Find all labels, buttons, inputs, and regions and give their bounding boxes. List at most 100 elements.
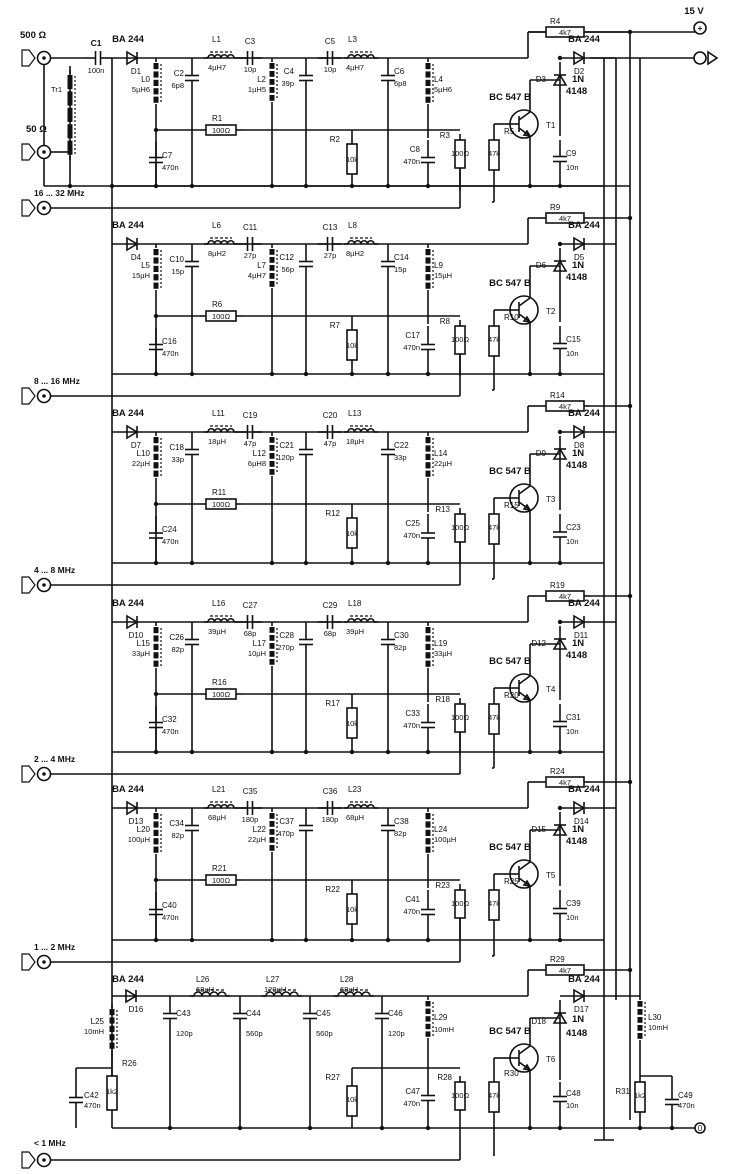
part-name: L0 — [141, 75, 150, 84]
part-name: C32 — [162, 715, 177, 724]
winding — [153, 660, 159, 667]
winding — [269, 469, 275, 475]
part-name: C41 — [405, 895, 420, 904]
part-name: C25 — [405, 519, 420, 528]
band-input-jack-lp — [21, 1151, 52, 1169]
triangle — [573, 614, 586, 630]
junction-dot — [303, 371, 309, 377]
collector — [518, 297, 531, 307]
part-name: L2 — [257, 75, 266, 84]
part-value: 180p — [242, 815, 259, 824]
part-name: D12 — [531, 639, 546, 648]
emitter-resistor — [488, 508, 500, 550]
shunt-inductor — [425, 244, 434, 294]
output-diode-name: D11 — [574, 631, 589, 640]
l26 — [190, 989, 230, 997]
output-arrow — [707, 50, 719, 66]
part-name: C20 — [323, 411, 338, 420]
part-value: 470n — [162, 163, 179, 172]
junction-dot — [557, 183, 563, 189]
part-value: 5µH6 — [132, 85, 150, 94]
transistor-type: BC 547 B — [489, 278, 531, 289]
winding — [269, 643, 275, 649]
band-input-jack — [21, 576, 52, 594]
input-50-label: 50 Ω — [26, 124, 47, 135]
decoupling-cap — [553, 704, 567, 744]
part-name: C40 — [162, 901, 177, 910]
part-name: R25 — [504, 877, 519, 886]
junction-dot — [527, 183, 533, 189]
winding — [425, 249, 431, 256]
winding — [269, 257, 275, 263]
part-type: 1N — [572, 260, 584, 271]
emitter — [518, 877, 531, 887]
transformer-tr1 — [67, 70, 76, 160]
series-resistor — [200, 498, 242, 510]
d17 — [560, 988, 598, 1004]
switch-diode — [552, 436, 568, 472]
series-resistor — [200, 124, 242, 136]
winding — [269, 273, 275, 279]
input-diode-name: D1 — [131, 67, 142, 76]
winding — [269, 837, 275, 843]
emitter — [518, 1061, 531, 1071]
c43 — [163, 996, 177, 1036]
part-value: 100Ω — [212, 500, 231, 509]
base-resistor — [454, 134, 466, 174]
winding — [366, 54, 375, 59]
part-name: C44 — [246, 1009, 261, 1018]
junction-dot — [189, 937, 195, 943]
junction-dot — [557, 937, 563, 943]
transistor-name: T1 — [546, 121, 556, 130]
junction-dot — [153, 313, 159, 319]
part-value: 68µH — [196, 985, 214, 994]
input-diode-type: BA 244 — [112, 974, 145, 985]
part-name: R3 — [440, 131, 451, 140]
input-diode-type: BA 244 — [112, 598, 145, 609]
junction-dot — [627, 29, 633, 35]
part-name: C38 — [394, 817, 409, 826]
part-value: 15µH — [132, 271, 150, 280]
pin — [42, 772, 46, 776]
pin — [42, 206, 46, 210]
input-500-label: 500 Ω — [20, 30, 46, 41]
winding — [153, 265, 159, 272]
part-value: 470n — [162, 727, 179, 736]
junction-dot — [669, 1125, 675, 1131]
winding — [425, 635, 431, 642]
part-value: 470n — [84, 1101, 101, 1110]
triangle — [573, 50, 586, 66]
part-value: 4µH7 — [248, 271, 266, 280]
part-value: 470n — [162, 349, 179, 358]
part-name: R11 — [212, 488, 227, 497]
part-name: C31 — [566, 713, 581, 722]
input-diode — [112, 424, 152, 440]
shunt-inductor — [269, 244, 278, 292]
output-diode-type: BA 244 — [568, 784, 601, 795]
part-name: R29 — [550, 955, 565, 964]
part-value: 470n — [403, 1099, 420, 1108]
winding — [425, 660, 431, 667]
part-value: 47k — [488, 149, 500, 158]
emitter-resistor — [488, 320, 500, 362]
part-name: L22 — [253, 825, 267, 834]
winding — [366, 240, 375, 245]
winding — [425, 445, 431, 452]
winding — [269, 445, 275, 451]
part-name: R22 — [325, 885, 340, 894]
jack-50 — [21, 143, 52, 161]
transistor — [509, 109, 539, 139]
supply-plus: + — [698, 23, 703, 33]
winding — [153, 257, 159, 264]
output-diode-type: BA 244 — [568, 220, 601, 231]
part-value: 4k7 — [559, 592, 571, 601]
junction-dot — [153, 749, 159, 755]
part-value: 4µH7 — [208, 63, 226, 72]
part-name: R10 — [504, 313, 519, 322]
part-name: C15 — [566, 335, 581, 344]
bypass-cap — [149, 892, 163, 932]
winding — [425, 1008, 431, 1014]
triangle — [573, 800, 586, 816]
part-value: 8µH2 — [346, 249, 364, 258]
transistor-t6 — [509, 1043, 539, 1073]
